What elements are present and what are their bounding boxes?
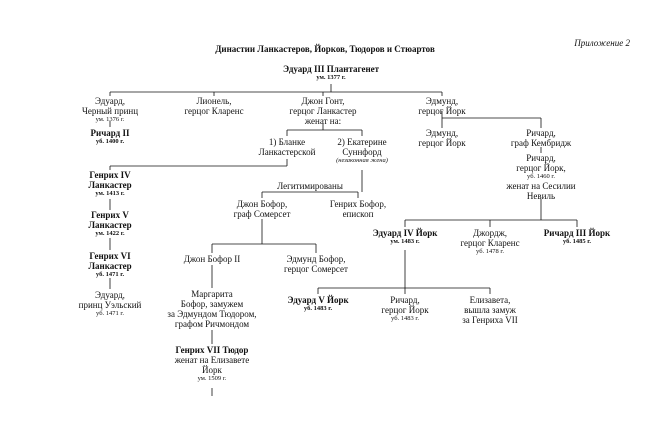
person-name: Эдуард,принц Уэльский: [78, 290, 142, 310]
person-edward-iv: Эдуард IV Йорк ум. 1483 г.: [373, 228, 438, 246]
person-dates: уб. 1471 г.: [96, 310, 124, 317]
person-lionel: Лионель,герцог Кларенс: [184, 96, 243, 116]
person-richard-iii: Ричард III Йорк уб. 1485 г.: [544, 228, 610, 246]
person-name: Эдуард IV Йорк: [372, 228, 438, 238]
person-edward-wales: Эдуард,принц Уэльский уб. 1471 г.: [79, 290, 142, 318]
legitimized-text: Легитимированы: [277, 181, 343, 191]
person-edmund-beaufort: Эдмунд Бофор,герцог Сомерсет: [284, 254, 348, 274]
page-title: Династии Ланкастеров, Йорков, Тюдоров и …: [215, 44, 435, 54]
person-name: Ричард,граф Кембридж: [510, 128, 572, 148]
person-name: Эдуард,Черный принц: [81, 96, 139, 116]
person-note: (незаконная жена): [336, 157, 388, 164]
person-name: Генрих Бофор,епископ: [329, 199, 387, 219]
person-dates: уб. 1478 г.: [476, 248, 504, 255]
person-dates: уб. 1483 г.: [303, 305, 333, 312]
person-dates: уб. 1400 г.: [95, 138, 125, 145]
person-dates: ум. 1377 г.: [316, 74, 346, 81]
person-name: Эдмунд,герцог Йорк: [418, 128, 466, 148]
person-richard-york-2: Ричард,герцог Йорк уб. 1483 г.: [381, 295, 428, 323]
person-dates: ум. 1509 г.: [197, 375, 227, 382]
person-name: Ричард,герцог Йорк,: [516, 153, 566, 173]
person-dates: ум. 1413 г.: [95, 190, 125, 197]
person-name: Джон Бофор II: [183, 254, 241, 264]
person-edmund-york-1: Эдмунд,герцог Йорк: [418, 96, 465, 116]
person-john-beaufort-1: Джон Бофор,граф Сомерсет: [234, 199, 291, 219]
appendix-label: Приложение 2: [574, 38, 630, 48]
person-john-beaufort-2: Джон Бофор II: [184, 254, 240, 264]
person-dates: уб. 1483 г.: [391, 315, 419, 322]
person-richard-ii: Ричард II уб. 1400 г.: [91, 128, 130, 146]
person-henry-beaufort: Генрих Бофор,епископ: [330, 199, 386, 219]
person-name: Лионель,герцог Кларенс: [184, 96, 244, 116]
person-george-clarence: Джордж,герцог Кларенс уб. 1478 г.: [460, 228, 519, 256]
person-name: Эдуард III Плантагенет: [282, 64, 380, 74]
legitimized-label: Легитимированы: [277, 181, 343, 191]
person-name: Ричард III Йорк: [543, 228, 611, 238]
person-edmund-york-2: Эдмунд,герцог Йорк: [418, 128, 465, 148]
person-name: Ричард,герцог Йорк: [381, 295, 429, 315]
person-dates: ум. 1422 г.: [95, 230, 125, 237]
person-name: Эдмунд,герцог Йорк: [418, 96, 466, 116]
person-name: Генрих VII Тюдор: [175, 345, 249, 355]
person-dates: уб. 1460 г.: [527, 173, 555, 180]
person-richard-cambridge: Ричард,граф Кембридж: [511, 128, 571, 148]
person-name: Ричард II: [90, 128, 130, 138]
person-edward-iii: Эдуард III Плантагенет ум. 1377 г.: [283, 64, 379, 82]
person-dates: ум. 1483 г.: [390, 238, 420, 245]
person-dates: уб. 1471 г.: [95, 271, 125, 278]
person-dates: уб. 1485 г.: [562, 238, 592, 245]
person-name: Эдуард V Йорк: [287, 295, 349, 305]
person-richard-york: Ричард,герцог Йорк, уб. 1460 г. женат на…: [506, 153, 575, 201]
person-edward-v: Эдуард V Йорк уб. 1483 г.: [287, 295, 348, 313]
person-name: Джордж,герцог Кларенс: [460, 228, 520, 248]
person-name: Джон Бофор,граф Сомерсет: [233, 199, 291, 219]
person-dates: ум. 1376 г.: [95, 116, 125, 123]
person-edward-black-prince: Эдуард,Черный принц ум. 1376 г.: [82, 96, 138, 124]
person-name: Эдмунд Бофор,герцог Сомерсет: [284, 254, 348, 274]
